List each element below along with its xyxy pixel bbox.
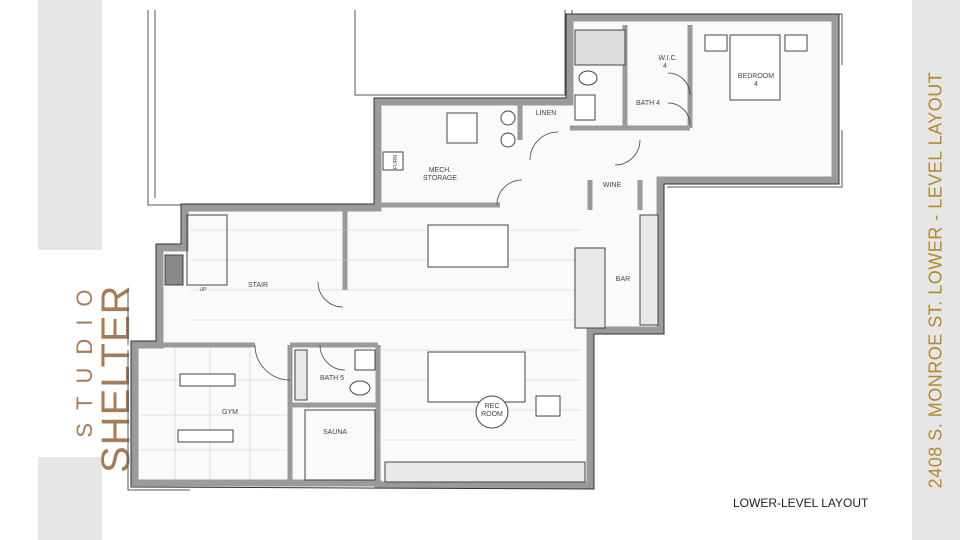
label-bath5: BATH 5 (320, 375, 344, 382)
label-furn: FURN (393, 155, 399, 169)
furniture (164, 29, 808, 483)
weight-bench (177, 429, 234, 443)
label-mech: MECH. (429, 167, 452, 174)
floor-tiles (140, 229, 580, 480)
label-stair: STAIR (248, 282, 268, 289)
label-storage: STORAGE (423, 175, 457, 182)
left-accent-strip (38, 0, 102, 250)
bed (729, 34, 781, 101)
label-gym: GYM (222, 409, 238, 416)
label-room: ROOM (481, 411, 503, 418)
site-lines (127, 10, 843, 491)
coffee-table (475, 395, 509, 429)
door-swings (254, 72, 691, 381)
nightstand (784, 34, 808, 52)
label-rec: REC (485, 403, 500, 410)
label-bar: BAR (616, 276, 630, 283)
label-wic: W.I.C. (658, 55, 677, 62)
right-title-strip (912, 0, 960, 540)
plan-caption: LOWER-LEVEL LAYOUT (733, 496, 869, 510)
window-well (164, 254, 184, 286)
stair (186, 214, 228, 286)
label-sauna: SAUNA (323, 429, 347, 436)
sectional-sofa (427, 351, 526, 403)
label-linen: LINEN (536, 110, 557, 117)
sink (574, 94, 596, 121)
furnace (382, 151, 404, 171)
label-wic-num: 4 (663, 63, 667, 70)
label-bedroom-num: 4 (754, 81, 758, 88)
label-bath4: BATH 4 (636, 100, 660, 107)
label-up: UP (200, 287, 208, 293)
sink (354, 349, 376, 371)
pool-table (427, 224, 509, 268)
exercise-bike (179, 373, 236, 387)
fireplace-hearth (384, 461, 586, 483)
closet-shelving (574, 29, 626, 66)
armchair (535, 395, 561, 417)
toilet (349, 380, 371, 396)
nightstand (704, 34, 728, 52)
toilet (578, 70, 598, 86)
sauna-bench (304, 409, 376, 481)
exterior-wall (131, 14, 839, 489)
water-heater (446, 112, 478, 144)
label-bedroom: BEDROOM (738, 73, 774, 80)
bar-counter (574, 247, 606, 329)
interior-walls (135, 25, 693, 483)
back-bar (639, 214, 659, 326)
label-wine: WINE (603, 182, 622, 189)
left-accent-strip-bottom (38, 457, 102, 540)
